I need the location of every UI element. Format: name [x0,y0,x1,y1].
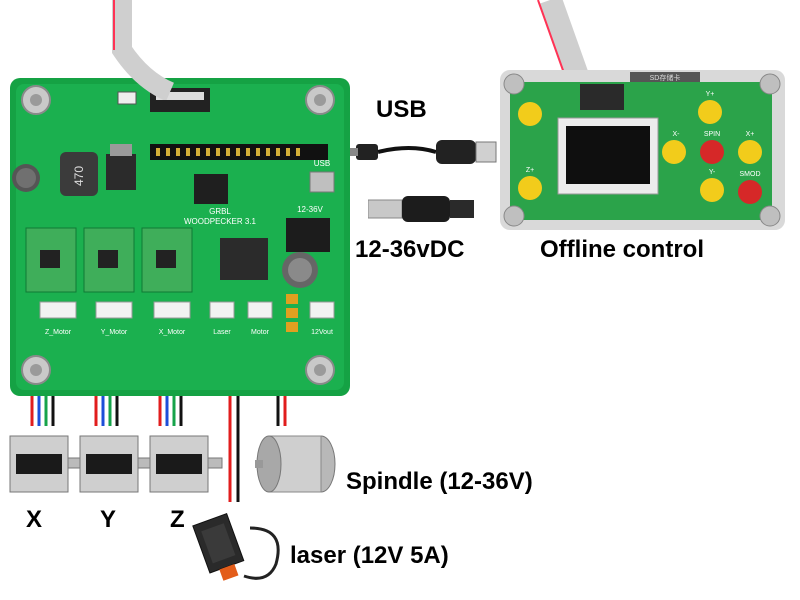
offline-control-label: Offline control [540,236,704,263]
inductor-label: 470 [72,166,86,186]
laser-module-icon [192,513,280,581]
motor-port-label: Motor [251,329,270,336]
offline-controller: SD存储卡 Y+ X- X+ SPIN Y- Z+ SMOD [500,70,785,230]
x-minus-label: X- [673,131,681,138]
laser-port-label: Laser [213,329,231,336]
controller-board-graphic: 470 USB WOODPECKER 3.1 GRBL 12-36V [10,78,350,396]
axis-y-label: Y [100,506,117,533]
y-minus-label: Y- [709,169,716,176]
spindle-motor-icon [255,435,336,493]
spin-label: SPIN [704,131,720,138]
spindle-label: Spindle (12-36V) [346,468,533,495]
stepper-motors [9,435,223,493]
usb-cable-icon [350,140,497,164]
ribbon-cable-left [112,0,175,100]
board-firmware-label: GRBL [209,207,231,216]
axis-z-label: Z [170,506,185,533]
wiring [30,396,287,502]
power-port-label: 12-36V [297,205,323,214]
stepper-motor-y [79,435,155,493]
y-plus-label: Y+ [706,91,715,98]
power-input-label: 12-36vDC [355,236,465,263]
out-port-label: 12Vout [311,329,333,336]
y-motor-label: Y_Motor [101,329,128,336]
usb-label: USB [376,96,427,123]
x-motor-label: X_Motor [159,329,186,336]
z-plus-label: Z+ [526,167,534,174]
offline-controller-graphic: SD存储卡 Y+ X- X+ SPIN Y- Z+ SMOD [500,70,785,230]
stepper-motor-z [149,435,223,493]
x-plus-label: X+ [746,131,755,138]
laser-label: laser (12V 5A) [290,542,449,569]
controller-board: 470 USB WOODPECKER 3.1 GRBL 12-36V [10,78,350,396]
smod-label: SMOD [740,171,761,178]
z-motor-label: Z_Motor [45,329,72,336]
stepper-motor-x [9,435,85,493]
usb-port-label: USB [314,159,330,168]
sd-slot-label: SD存储卡 [650,73,681,82]
axis-x-label: X [26,506,43,533]
dc-power-plug-icon [368,196,474,222]
board-title-label: WOODPECKER 3.1 [184,217,257,226]
